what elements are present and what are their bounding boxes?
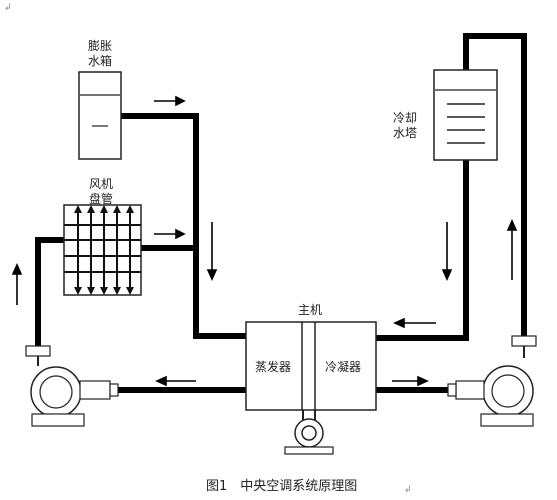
expansion-tank: 膨胀 水箱 xyxy=(78,39,122,160)
chiller-label: 主机 xyxy=(298,303,322,317)
pipe-cooling-tower-return xyxy=(376,160,469,341)
corner-mark: ↲ xyxy=(4,3,12,13)
chiller-body xyxy=(245,321,377,411)
flow-arrows xyxy=(11,95,518,387)
expansion-tank-label-1: 膨胀 xyxy=(88,39,112,53)
expansion-tank-body xyxy=(78,71,122,160)
left-pump-icon xyxy=(25,345,119,427)
fan-coil-grid xyxy=(64,211,141,289)
cooling-tower-fill-lines xyxy=(447,103,485,144)
cooling-tower: 冷却 水塔 xyxy=(393,69,498,161)
arrow-right-icon xyxy=(154,95,186,107)
fan-coil-label-2: 盘管 xyxy=(89,191,113,206)
pipe-network xyxy=(35,33,527,393)
arrow-left-icon xyxy=(155,375,196,387)
figure-caption: 图1 中央空调系统原理图 xyxy=(206,479,357,494)
cooling-tower-label-2: 水塔 xyxy=(393,126,417,140)
cooling-tower-label-1: 冷却 xyxy=(393,111,417,125)
fan-coil-label-1: 风机 xyxy=(89,177,113,191)
arrow-right-icon xyxy=(392,375,429,387)
compressor-base xyxy=(284,446,334,455)
caption-mark: ↲ xyxy=(404,485,412,495)
expansion-tank-label-2: 水箱 xyxy=(88,53,112,68)
cooling-tower-body xyxy=(433,69,498,161)
arrow-down-icon xyxy=(206,222,218,281)
arrow-right-icon xyxy=(154,228,186,240)
arrow-up-icon xyxy=(11,263,23,305)
fan-coil-unit: 风机 盘管 xyxy=(63,177,142,296)
arrow-down-icon xyxy=(441,222,453,281)
condenser-label: 冷凝器 xyxy=(325,359,361,374)
arrow-up-icon xyxy=(506,219,518,280)
right-pump-icon xyxy=(447,335,537,427)
compressor-icon xyxy=(294,418,324,448)
pipe-expansion-tank-to-chiller xyxy=(118,113,246,339)
pipe-fan-coil-supply xyxy=(35,237,64,346)
arrow-left-icon xyxy=(393,317,436,329)
chiller-unit: 主机 蒸发器 冷凝器 xyxy=(245,303,377,455)
evaporator-label: 蒸发器 xyxy=(255,359,291,374)
fan-coil-body xyxy=(63,204,142,296)
pipe-right-pump-to-tower xyxy=(463,33,527,346)
fan-coil-arrowheads xyxy=(74,205,134,295)
